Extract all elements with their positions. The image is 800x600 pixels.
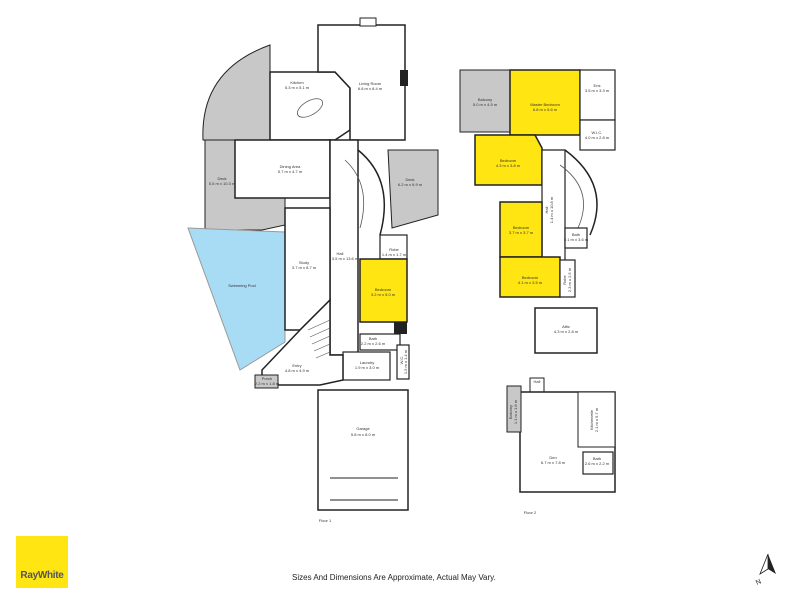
label-living-name: Living Room <box>359 81 382 86</box>
label-bedroom-c-size: 4.1 m x 3.5 m <box>518 280 543 285</box>
label-study-name: Study <box>299 260 309 265</box>
label-pool-name: Swimming Pool <box>228 283 256 288</box>
label-bath-f2-name: Bath <box>572 232 580 237</box>
label-study-size: 3.7 m x 8.7 m <box>292 265 317 270</box>
label-bedroom-c-name: Bedroom <box>522 275 539 280</box>
label-master-name: Master Bedroom <box>530 102 560 107</box>
label-robe-f2-name: Robe <box>562 274 567 284</box>
label-deck-left-size: 5.5 m x 10.3 m <box>209 181 236 186</box>
label-bedroom-b-size: 3.7 m x 3.7 m <box>509 230 534 235</box>
label-deck-left-name: Deck <box>217 176 226 181</box>
label-wc-name: W.C. <box>399 356 404 365</box>
label-kitchenette-name: Kitchenette <box>589 409 594 430</box>
label-kitchenette-size: 2.1 m x 5.7 m <box>594 407 599 432</box>
label-entry-name: Entry <box>292 363 301 368</box>
label-balcony-f2b-size: 1.1 m x 1.8 m <box>513 399 518 424</box>
room-hall-f1 <box>329 139 359 356</box>
label-robe-f1-name: Robe <box>389 247 399 252</box>
floor-1-label: Floor 1 <box>319 518 332 523</box>
room-bath-f1 <box>359 333 401 351</box>
label-deck-right-size: 6.2 m x 6.9 m <box>398 182 423 187</box>
label-wic-size: 4.0 m x 2.8 m <box>585 135 610 140</box>
floor-2: Balcony 5.0 m x 4.5 m Master Bedroom 6.8… <box>459 69 616 515</box>
label-hall-f2b-name: Hall <box>534 379 541 384</box>
floor-1: Kitchen 5.3 m x 5.1 m Living Room 6.8 m … <box>187 17 439 523</box>
room-bath-f2b <box>582 451 614 475</box>
label-balcony-f2b-name: Balcony <box>508 405 513 419</box>
label-wic-name: W.I.C. <box>592 130 603 135</box>
label-porch-size: 2.2 m x 1.8 m <box>255 381 280 386</box>
label-kitchen-size: 5.3 m x 5.1 m <box>285 85 310 90</box>
disclaimer-text: Sizes And Dimensions Are Approximate, Ac… <box>292 573 496 582</box>
room-garage <box>317 389 409 511</box>
room-bedroom-c <box>499 256 561 298</box>
room-dining <box>234 139 331 199</box>
label-hall-f1-name: Hall <box>337 251 344 256</box>
room-laundry <box>342 351 391 381</box>
label-ens-name: Ens <box>594 83 601 88</box>
raywhite-logo: RayWhite <box>16 536 68 588</box>
label-porch-name: Porch <box>262 376 272 381</box>
label-bedroom-b-name: Bedroom <box>513 225 530 230</box>
swimming-pool <box>187 227 286 371</box>
room-ens <box>579 69 616 121</box>
room-balcony-f2b <box>506 385 522 433</box>
room-bath-f2 <box>564 227 588 249</box>
room-robe-f1 <box>379 234 408 260</box>
room-living <box>317 24 406 141</box>
label-attic-name: Attic <box>562 324 570 329</box>
label-garage-name: Garage <box>356 426 370 431</box>
label-dining-name: Dining Area <box>280 164 301 169</box>
north-label: N <box>755 578 763 586</box>
floor-2-label: Floor 2 <box>524 510 537 515</box>
brand-name: RayWhite <box>20 570 64 581</box>
room-master-bedroom <box>509 69 581 136</box>
label-bedroom-f1-size: 3.2 m x 5.0 m <box>371 292 396 297</box>
room-porch <box>254 374 279 389</box>
room-robe-f2 <box>559 259 576 298</box>
label-dining-size: 5.7 m x 4.7 m <box>278 169 303 174</box>
label-attic-size: 4.3 m x 2.8 m <box>554 329 579 334</box>
deck-curved <box>202 44 271 141</box>
label-bedroom-f1-name: Bedroom <box>375 287 392 292</box>
label-ens-size: 3.5 m x 3.3 m <box>585 88 610 93</box>
label-robe-f1-size: 1.4 m x 1.7 m <box>382 252 407 257</box>
label-balcony-f2-name: Balcony <box>478 97 492 102</box>
label-entry-size: 4.8 m x 4.9 m <box>285 368 310 373</box>
room-balcony-f2 <box>459 69 511 133</box>
label-garage-size: 5.8 m x 8.0 m <box>351 432 376 437</box>
label-hall-f2-name: Hall <box>544 206 549 213</box>
label-balcony-f2-size: 5.0 m x 4.5 m <box>473 102 498 107</box>
label-bath-f1-size: 2.2 m x 2.6 m <box>361 341 386 346</box>
room-bedroom-f1 <box>359 258 408 323</box>
room-attic <box>534 307 598 354</box>
room-wic <box>579 119 616 151</box>
label-deck-right-name: Deck <box>405 177 414 182</box>
room-deck-right <box>387 149 439 229</box>
room-kitchenette <box>577 391 616 448</box>
label-bath-f2-size: 2.1 m x 3.6 m <box>564 237 589 242</box>
label-bath-f2b-name: Bath <box>593 456 601 461</box>
label-den-name: Den <box>549 455 556 460</box>
label-bath-f1-name: Bath <box>369 336 377 341</box>
label-wc-size: 1.5 m x 1.4 m <box>403 349 408 374</box>
label-bedroom-a-name: Bedroom <box>500 158 517 163</box>
label-laundry-size: 1.9 m x 3.0 m <box>355 365 380 370</box>
label-den-size: 6.7 m x 7.8 m <box>541 460 566 465</box>
label-robe-f2-size: 2.3 m x 2.5 m <box>567 267 572 292</box>
label-laundry-name: Laundry <box>360 360 374 365</box>
label-hall-f1-size: 3.5 m x 13.6 m <box>332 256 359 261</box>
label-hall-f2-size: 1.4 m x 10.8 m <box>549 196 554 223</box>
label-living-size: 6.8 m x 8.4 m <box>358 86 383 91</box>
label-kitchen-name: Kitchen <box>290 80 303 85</box>
room-entry <box>261 298 344 386</box>
label-bedroom-a-size: 4.3 m x 3.8 m <box>496 163 521 168</box>
north-arrow-icon: N <box>755 553 776 587</box>
label-bath-f2b-size: 2.6 m x 2.2 m <box>585 461 610 466</box>
label-master-size: 6.8 m x 5.6 m <box>533 107 558 112</box>
room-wc <box>396 344 410 380</box>
